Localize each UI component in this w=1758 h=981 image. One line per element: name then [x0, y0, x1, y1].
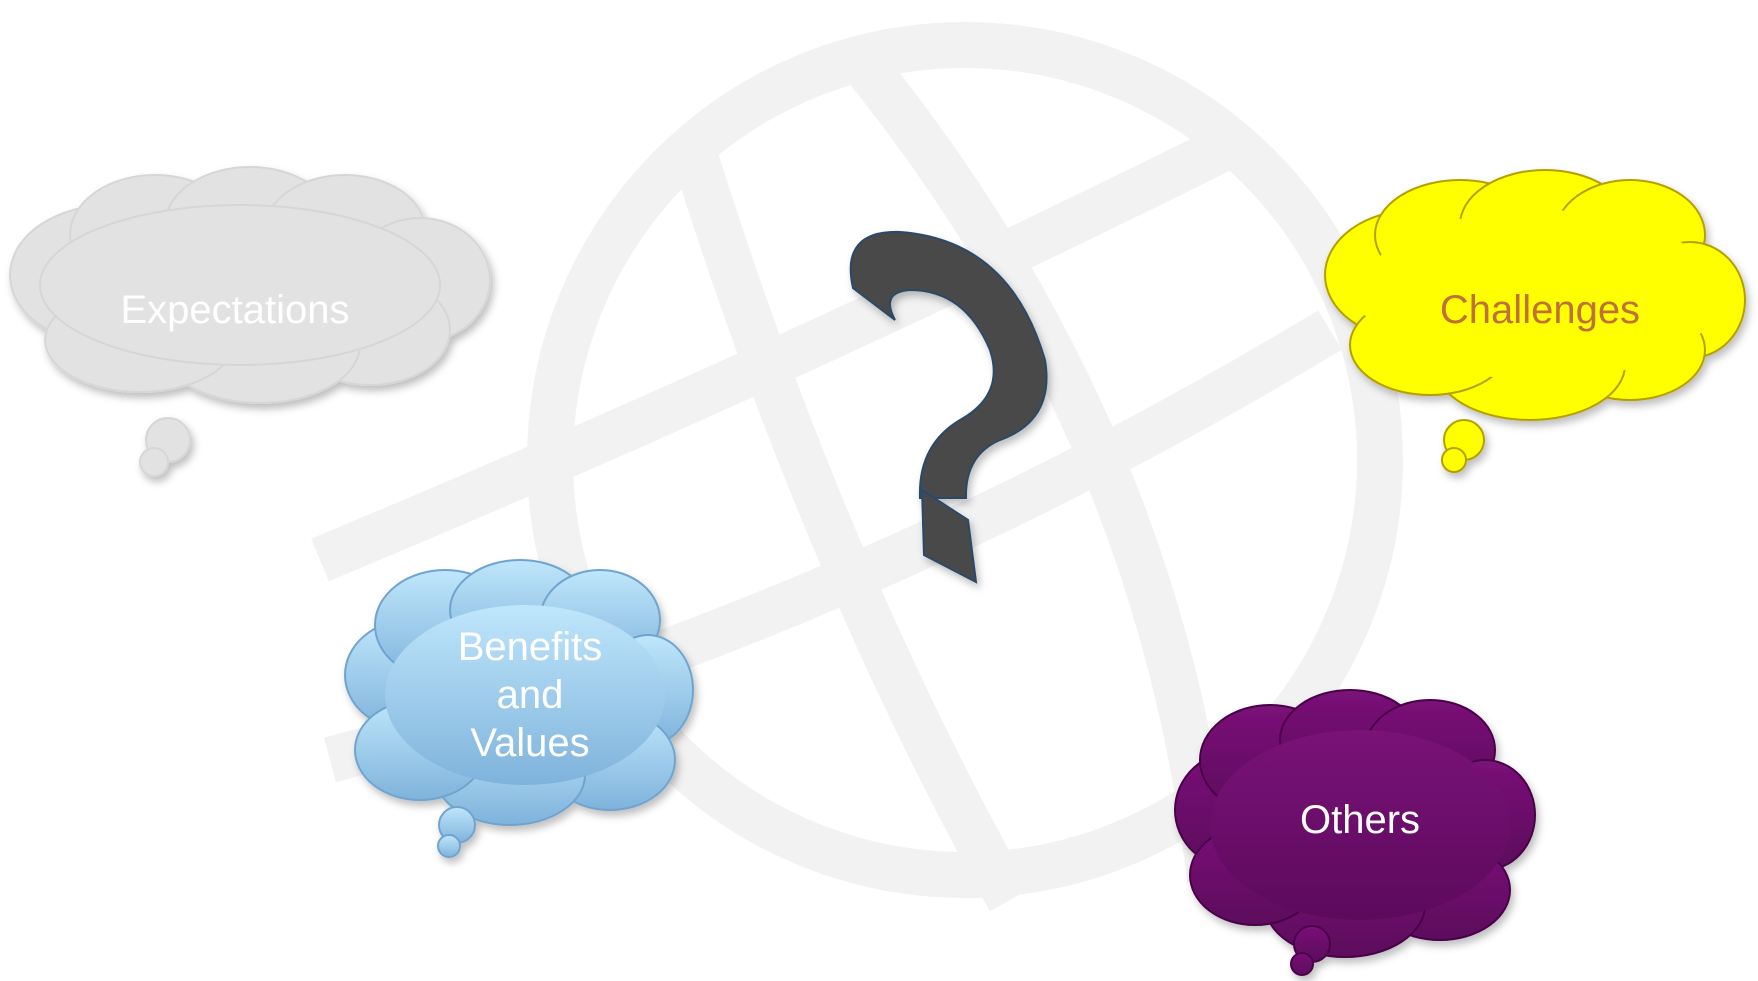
benefits-label: Benefits and Values: [410, 615, 650, 775]
challenges-text: Challenges: [1439, 288, 1641, 332]
others-text: Others: [1299, 798, 1421, 842]
benefits-text-line2: and: [496, 673, 564, 717]
expectations-label: Expectations: [60, 280, 410, 340]
benefits-text-line1: Benefits: [457, 625, 603, 669]
expectations-text: Expectations: [120, 288, 350, 332]
others-label: Others: [1240, 790, 1480, 850]
benefits-text-line3: Values: [470, 721, 590, 765]
challenges-label: Challenges: [1370, 280, 1710, 340]
